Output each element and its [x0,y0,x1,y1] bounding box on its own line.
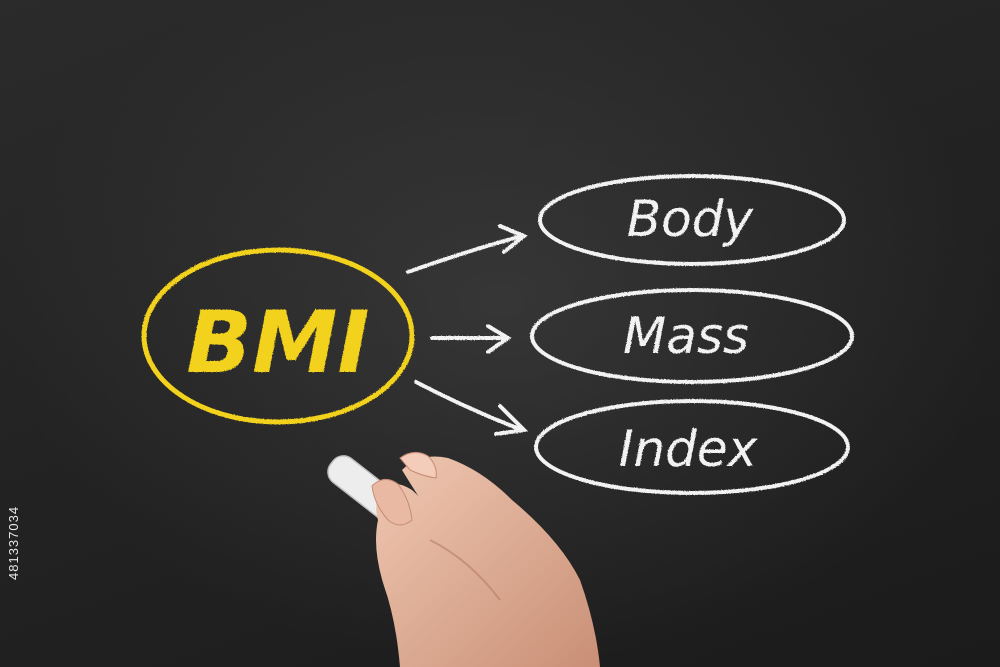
bmi-label: BMI [186,293,369,393]
arrow-to-mass [432,326,508,352]
arrow-to-index [416,382,524,434]
index-word: Index [619,420,758,478]
arrow-to-body [408,226,524,272]
body-word: Body [627,190,755,248]
stock-watermark-id: 481337034 [6,430,26,580]
mass-word: Mass [623,307,749,365]
hand [376,457,600,667]
hand-with-chalk [323,451,600,667]
